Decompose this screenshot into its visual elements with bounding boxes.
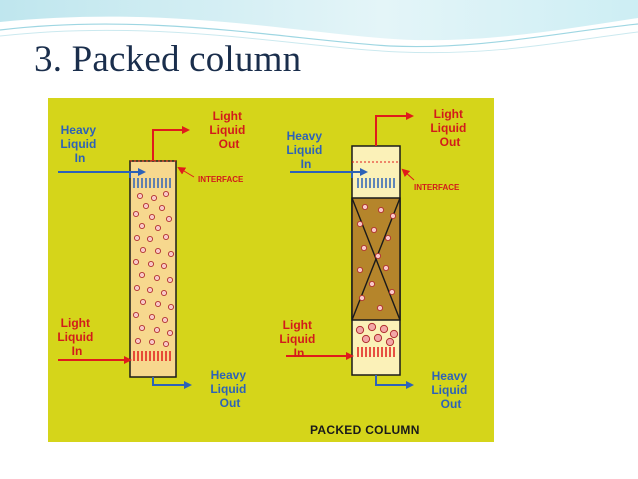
left-heavy-out-arrow (152, 377, 192, 389)
right-bottom-distributor (357, 347, 395, 357)
figure-caption: PACKED COLUMN (310, 423, 420, 437)
right-heavy-out-arrow (375, 375, 414, 389)
right-light-out-arrow (375, 112, 414, 146)
left-heavy-out-label: Heavy Liquid Out (210, 368, 249, 410)
left-interface-label: INTERFACE (198, 175, 244, 184)
right-interface-label: INTERFACE (414, 183, 460, 192)
left-heavy-in-arrow (58, 171, 131, 178)
packed-column-figure: Heavy Liquid In Light Liquid Out INTERFA… (48, 98, 494, 442)
right-rising-droplets (355, 322, 399, 347)
right-heavy-out-label: Heavy Liquid Out (431, 369, 470, 411)
left-packing (132, 190, 175, 348)
left-heavy-in-label: Heavy Liquid In (60, 123, 99, 165)
swoosh-line (0, 29, 638, 54)
right-packing-droplets (356, 203, 397, 312)
left-bottom-distributor (133, 351, 171, 361)
right-interface-pointer (401, 168, 415, 181)
left-column-diagram: Heavy Liquid In Light Liquid Out INTERFA… (57, 109, 249, 410)
header-swoosh (0, 0, 638, 41)
figure-drawing: Heavy Liquid In Light Liquid Out INTERFA… (57, 107, 470, 437)
left-light-out-label: Light Liquid Out (209, 109, 248, 151)
left-light-out-arrow (152, 126, 190, 161)
left-interface-pointer (177, 166, 195, 178)
swoosh-line (0, 23, 638, 48)
right-heavy-in-label: Heavy Liquid In (286, 129, 325, 171)
right-light-in-label: Light Liquid In (279, 318, 318, 360)
right-heavy-in-arrow (290, 171, 353, 178)
right-column-diagram: Heavy Liquid In Light Liquid Out INTERFA… (279, 107, 470, 411)
left-top-distributor (133, 178, 171, 188)
right-light-out-label: Light Liquid Out (430, 107, 469, 149)
right-top-distributor (357, 178, 395, 188)
slide-title: 3. Packed column (34, 39, 302, 80)
left-light-in-label: Light Liquid In (57, 316, 96, 358)
